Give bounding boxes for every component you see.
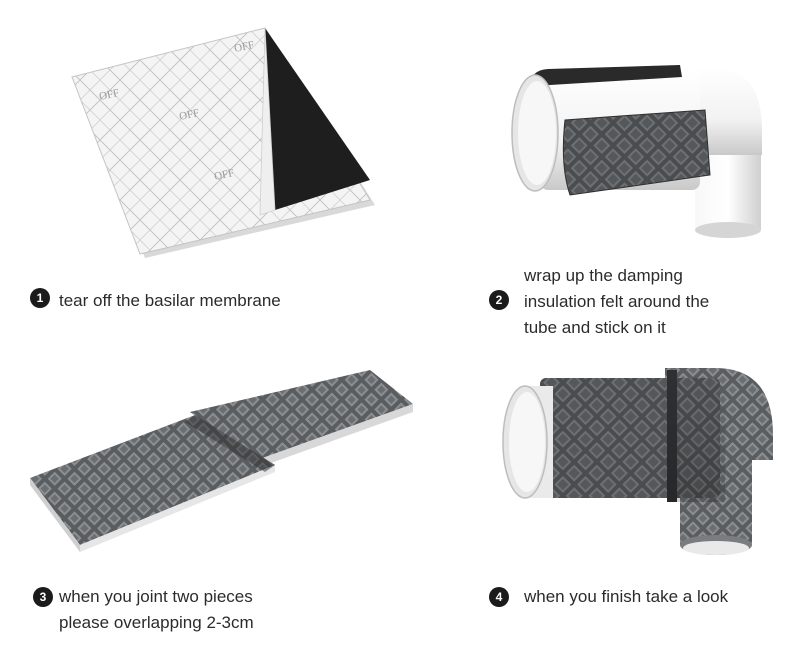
step-4-caption: 4 when you finish take a look	[489, 584, 728, 610]
step-3-number-badge: 3	[33, 587, 53, 607]
step-1-illustration: OFF OFF OFF OFF	[71, 27, 375, 258]
step-2-number-badge: 2	[489, 290, 509, 310]
step-2-text-line-3: tube and stick on it	[524, 318, 666, 337]
liner-print-4: OFF	[233, 39, 255, 55]
step-4-number-badge: 4	[489, 587, 509, 607]
liner-print-1: OFF	[98, 87, 120, 103]
peeled-black-flap	[265, 28, 370, 210]
step-2-text-line-1: wrap up the damping	[524, 266, 683, 285]
step-1-text-line-1: tear off the basilar membrane	[59, 291, 281, 310]
step-1-number-badge: 1	[30, 288, 50, 308]
step-1-caption: 1 tear off the basilar membrane	[30, 288, 281, 314]
liner-print-3: OFF	[213, 167, 235, 183]
step-3-text-line-2: please overlapping 2-3cm	[59, 613, 254, 632]
step-2-caption: 2 wrap up the damping insulation felt ar…	[489, 263, 709, 341]
step-3-illustration	[30, 370, 413, 552]
step-3-text-line-1: when you joint two pieces	[59, 587, 253, 606]
step-2-illustration	[511, 65, 762, 238]
step-4-illustration	[502, 368, 773, 555]
liner-print-2: OFF	[178, 107, 200, 123]
step-3-caption: 3 when you joint two pieces please overl…	[33, 584, 254, 636]
step-2-text-line-2: insulation felt around the	[524, 292, 710, 311]
step-4-text-line-1: when you finish take a look	[524, 587, 729, 606]
